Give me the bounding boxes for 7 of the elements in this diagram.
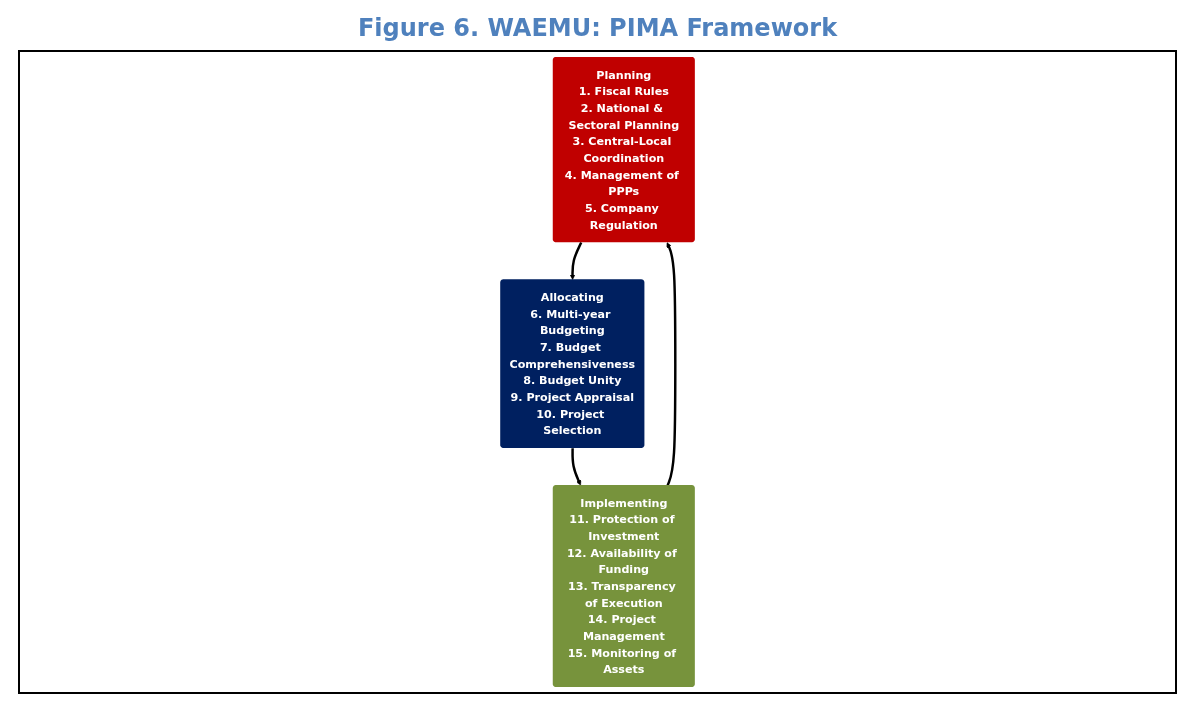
- arrow: [571, 448, 582, 486]
- figure-title: Figure 6. WAEMU: PIMA Framework: [356, 14, 839, 42]
- arrow: [569, 242, 583, 280]
- node-box: Implementing 11. Protection of Investment 12. Availability of Funding 13. Transparency of Execution 14. Project Management 15. Monitoring of Assets: [552, 485, 695, 688]
- node-box: Planning 1. Fiscal Rules 2. National & Sectoral Planning 3. Central-Local Coordination 4. Management of PPPs 5. Company Regulation: [552, 56, 695, 243]
- node-box: Allocating 6. Multi-year Budgeting 7. Budget Comprehensiveness 8. Budget Unity 9. Project Appraisal 10. Project Selection: [500, 279, 645, 448]
- arrow: [666, 242, 677, 486]
